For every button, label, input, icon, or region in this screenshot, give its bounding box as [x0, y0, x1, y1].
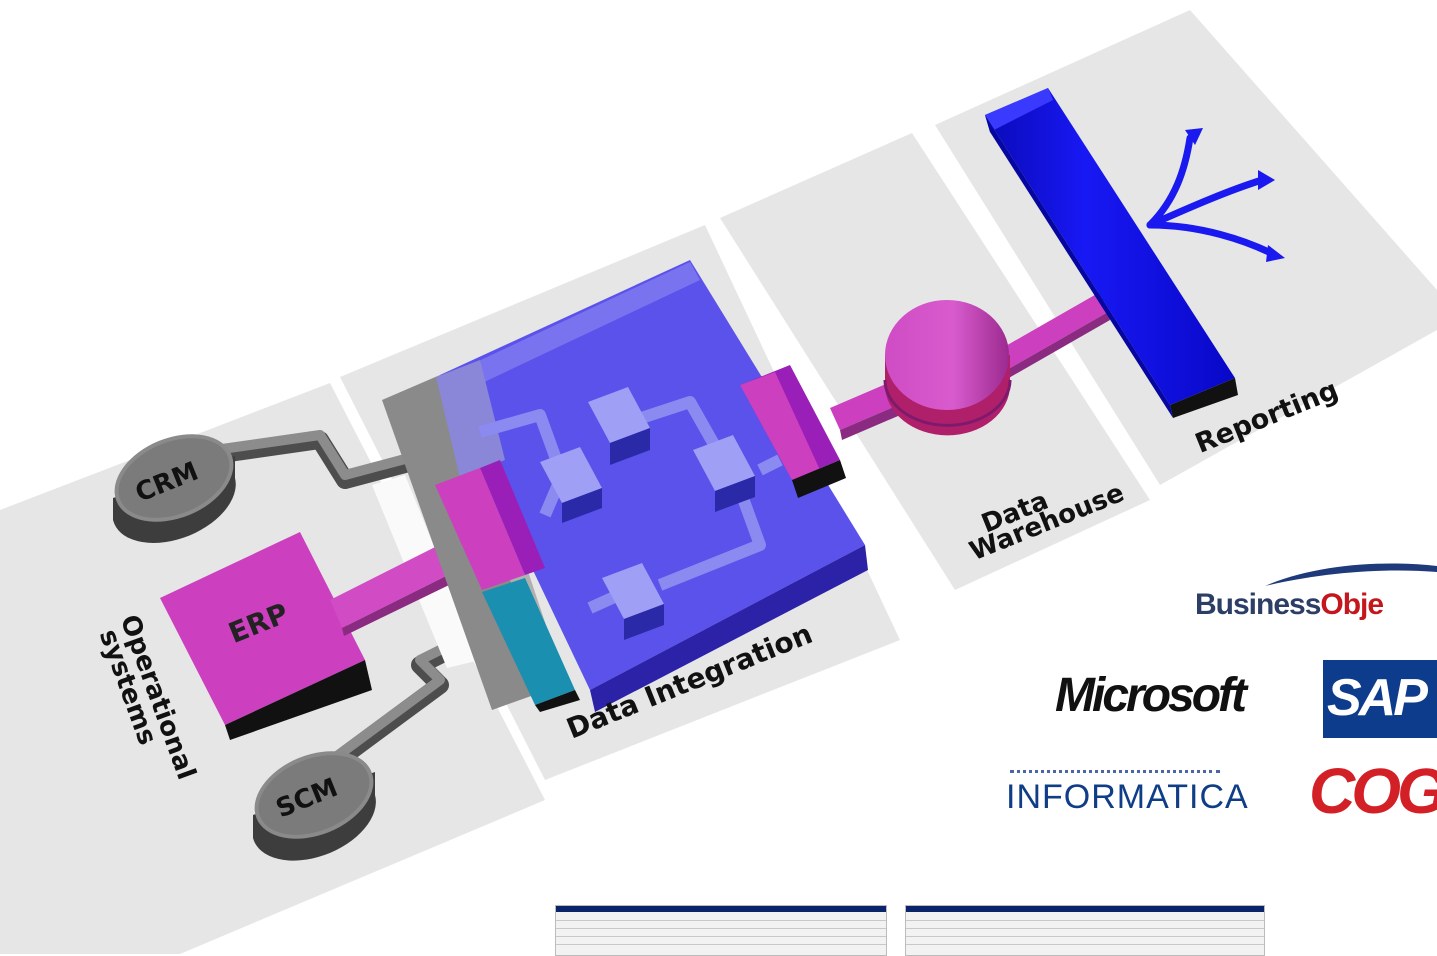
thumbnail-titlebar — [906, 906, 1264, 912]
business-objects-swoosh-icon — [1265, 563, 1437, 586]
informatica-logo: INFORMATICA — [984, 750, 1284, 840]
transform-node-3 — [693, 435, 755, 512]
integration-output-port — [740, 365, 846, 498]
data-warehouse-node — [883, 300, 1012, 436]
crm-pipe — [213, 430, 423, 489]
arrow-heads — [1185, 128, 1285, 262]
microsoft-logo: Microsoft — [1055, 662, 1303, 724]
microsoft-wordmark: Microsoft — [1055, 669, 1247, 722]
designer-screenshot-thumbnail — [555, 905, 887, 956]
business-objects-word-2: Obje — [1320, 588, 1384, 621]
workflow-monitor-screenshot-thumbnail — [905, 905, 1265, 956]
reporting-arrows — [1146, 134, 1279, 259]
informatica-dots-icon — [1010, 770, 1220, 773]
cognos-logo: COGI — [1295, 750, 1437, 830]
erp-input-port — [435, 468, 525, 590]
business-objects-logo: BusinessObje — [1195, 560, 1437, 624]
erp-block: ERP — [160, 532, 372, 740]
integration-box: Data Integration — [382, 260, 868, 746]
crm-cylinder: CRM — [113, 434, 236, 543]
transform-node-4 — [602, 563, 664, 640]
business-objects-word-1: Business — [1195, 588, 1321, 621]
informatica-wordmark: INFORMATICA — [1006, 778, 1249, 816]
scm-input-port — [482, 578, 575, 705]
sap-logo: SAP — [1323, 660, 1437, 738]
cognos-wordmark: COGI — [1309, 755, 1437, 827]
transform-node-2 — [540, 447, 602, 523]
thumbnail-titlebar — [556, 906, 886, 912]
reporting-bar — [985, 88, 1238, 418]
transform-node-1 — [588, 387, 650, 465]
sap-wordmark: SAP — [1327, 669, 1428, 727]
crm-input-port — [436, 360, 505, 478]
scm-cylinder: SCM — [253, 751, 376, 861]
